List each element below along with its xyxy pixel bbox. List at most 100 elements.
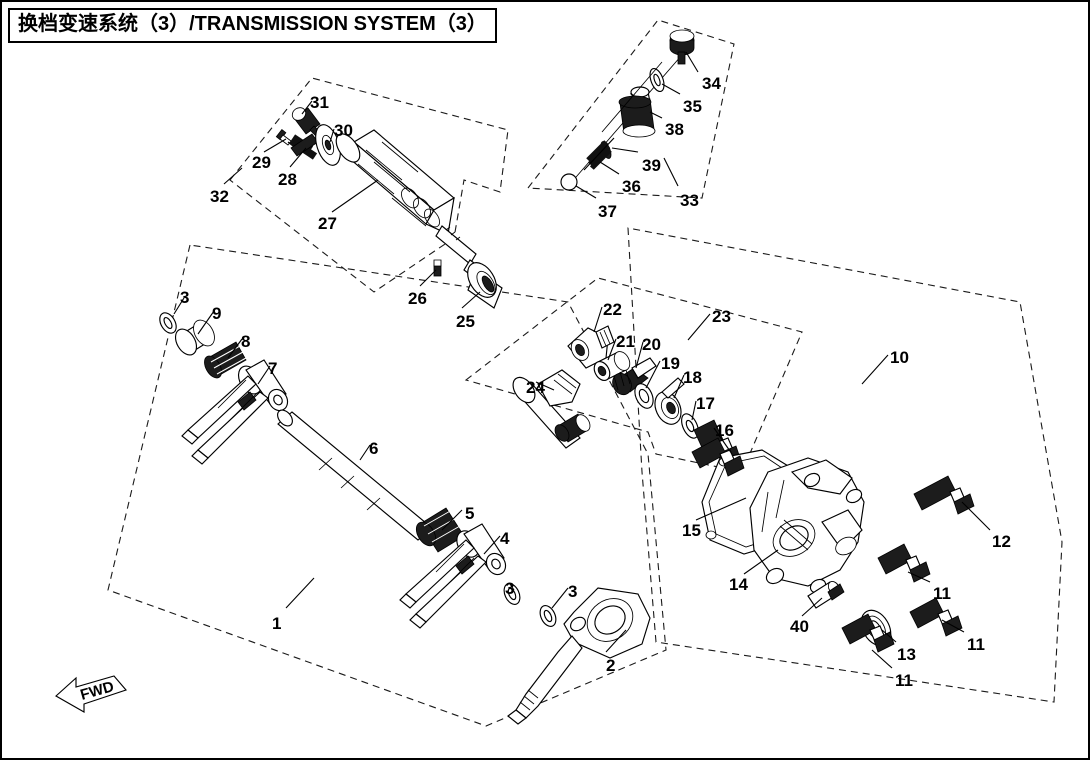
leader-22	[593, 306, 603, 333]
leader-24	[535, 381, 555, 391]
leader-7	[257, 365, 271, 385]
neutral-switch-body-art	[618, 86, 656, 138]
leader-34	[685, 51, 699, 73]
leader-6	[359, 444, 371, 461]
leader-36	[599, 161, 620, 175]
shift-drum-star-plate-art	[315, 124, 341, 166]
shift-fork-assembly-art	[159, 312, 651, 725]
callout-shift-cam-plate: 22	[603, 300, 622, 319]
transmission-cover-art	[749, 457, 865, 594]
callout-washer-right: 3	[568, 582, 578, 601]
leader-23	[687, 313, 711, 341]
callout-long-bolt: 12	[992, 532, 1011, 551]
shift-fork-upper-art	[181, 359, 289, 465]
leader-13	[881, 629, 897, 643]
leader-20	[635, 341, 644, 369]
switch-washer-art	[649, 67, 665, 93]
leader-39	[611, 147, 639, 153]
cover-assembly-art	[691, 437, 975, 653]
leader-37	[575, 185, 597, 199]
dowel-pin-art	[807, 581, 845, 609]
flange-bolt-c-art	[841, 613, 895, 653]
leader-3b	[509, 583, 515, 591]
callout-switch-oring: 39	[642, 156, 661, 175]
shift-drum-art	[335, 129, 487, 283]
leader-11a	[907, 571, 931, 583]
callout-shift-drum-assembly-boundary: 32	[210, 187, 229, 206]
callout-shift-cam-assembly-boundary: 23	[712, 307, 731, 326]
callout-shift-fork-lower: 4	[500, 529, 510, 548]
leader-21	[607, 338, 617, 361]
callout-shift-drum-bearing: 25	[456, 312, 475, 331]
leader-17	[691, 400, 697, 421]
leader-38	[649, 111, 663, 119]
leader-3a	[173, 297, 185, 315]
diagram-title-box: 换档变速系统（3）/TRANSMISSION SYSTEM（3）	[8, 8, 497, 43]
page-title: 换档变速系统（3）/TRANSMISSION SYSTEM（3）	[18, 13, 487, 35]
callout-transmission-cover: 14	[729, 575, 748, 594]
washer-right-art	[539, 605, 557, 627]
gear-shift-shaft-art	[512, 369, 591, 449]
callout-left-assembly-boundary: 1	[272, 614, 282, 633]
leader-4	[483, 535, 501, 555]
fwd-direction-marker: FWD	[55, 675, 127, 713]
boundary-33-neutral-switch-assembly	[526, 19, 735, 199]
shift-fork-lower-art	[399, 523, 507, 629]
callout-stopper-spring-washer: 19	[661, 354, 680, 373]
gear-shift-lever-art	[507, 587, 651, 725]
leader-3c	[551, 587, 569, 609]
callout-star-plate-bolt: 31	[310, 93, 329, 112]
leader-18	[673, 374, 685, 399]
callout-right-assembly-boundary: 10	[890, 348, 909, 367]
callout-flange-bolt-c: 11	[895, 671, 913, 690]
leader-1	[285, 577, 315, 609]
shift-drum-assembly-art	[275, 107, 503, 309]
leader-5	[441, 509, 463, 531]
leader-26	[419, 269, 437, 287]
stopper-arm-art	[654, 377, 685, 425]
callout-cover-gasket: 15	[682, 521, 701, 540]
callout-washer-upper-left: 3	[180, 288, 190, 307]
callout-detent-spring: 28	[278, 170, 297, 189]
leader-11c	[871, 649, 893, 669]
callout-neutral-switch-body: 38	[665, 120, 684, 139]
callout-switch-washer: 35	[683, 97, 702, 116]
callout-flange-bolt-a: 11	[933, 584, 951, 603]
boundary-10-cover-assembly	[627, 227, 1063, 703]
leader-29	[263, 138, 287, 153]
cover-mount-bolt-art	[691, 437, 745, 477]
leader-19	[645, 360, 661, 389]
callout-flange-bolt-b: 11	[967, 635, 985, 654]
callout-gear-shift-lever: 2	[606, 656, 616, 675]
leader-30	[329, 128, 335, 143]
switch-spring-art	[583, 137, 615, 171]
flange-bolt-a-art	[877, 543, 931, 583]
shift-drum-bearing-art	[467, 262, 503, 309]
washer-upper-left-art	[159, 312, 177, 334]
leader-11b	[941, 619, 965, 633]
collar-bushing-art	[174, 319, 215, 356]
leader-28	[289, 147, 307, 168]
callout-detent-plunger: 29	[252, 153, 271, 172]
leader-31	[301, 100, 313, 115]
callout-switch-cap-screw: 34	[702, 74, 721, 93]
leader-2	[605, 629, 627, 653]
callout-shift-cam-bushing: 21	[616, 332, 635, 351]
spring-upper-art	[204, 341, 247, 379]
callout-shift-cam-pin: 20	[642, 335, 661, 354]
stopper-washer-art	[681, 413, 699, 439]
callout-shift-drum-detent-pin: 26	[408, 289, 427, 308]
callout-washer-mid: 3	[505, 579, 515, 598]
callout-shift-drum-star-plate: 30	[334, 121, 353, 140]
shift-cam-plate-art	[567, 325, 615, 369]
callout-spring-upper: 8	[241, 332, 251, 351]
switch-ball-art	[560, 173, 578, 191]
leader-14	[743, 549, 779, 575]
washer-mid-art	[503, 583, 521, 605]
callout-stopper-arm: 18	[683, 368, 702, 387]
shift-cam-bushing-art	[593, 351, 631, 381]
callout-shift-drum: 27	[318, 214, 337, 233]
callout-stopper-washer: 17	[696, 394, 715, 413]
